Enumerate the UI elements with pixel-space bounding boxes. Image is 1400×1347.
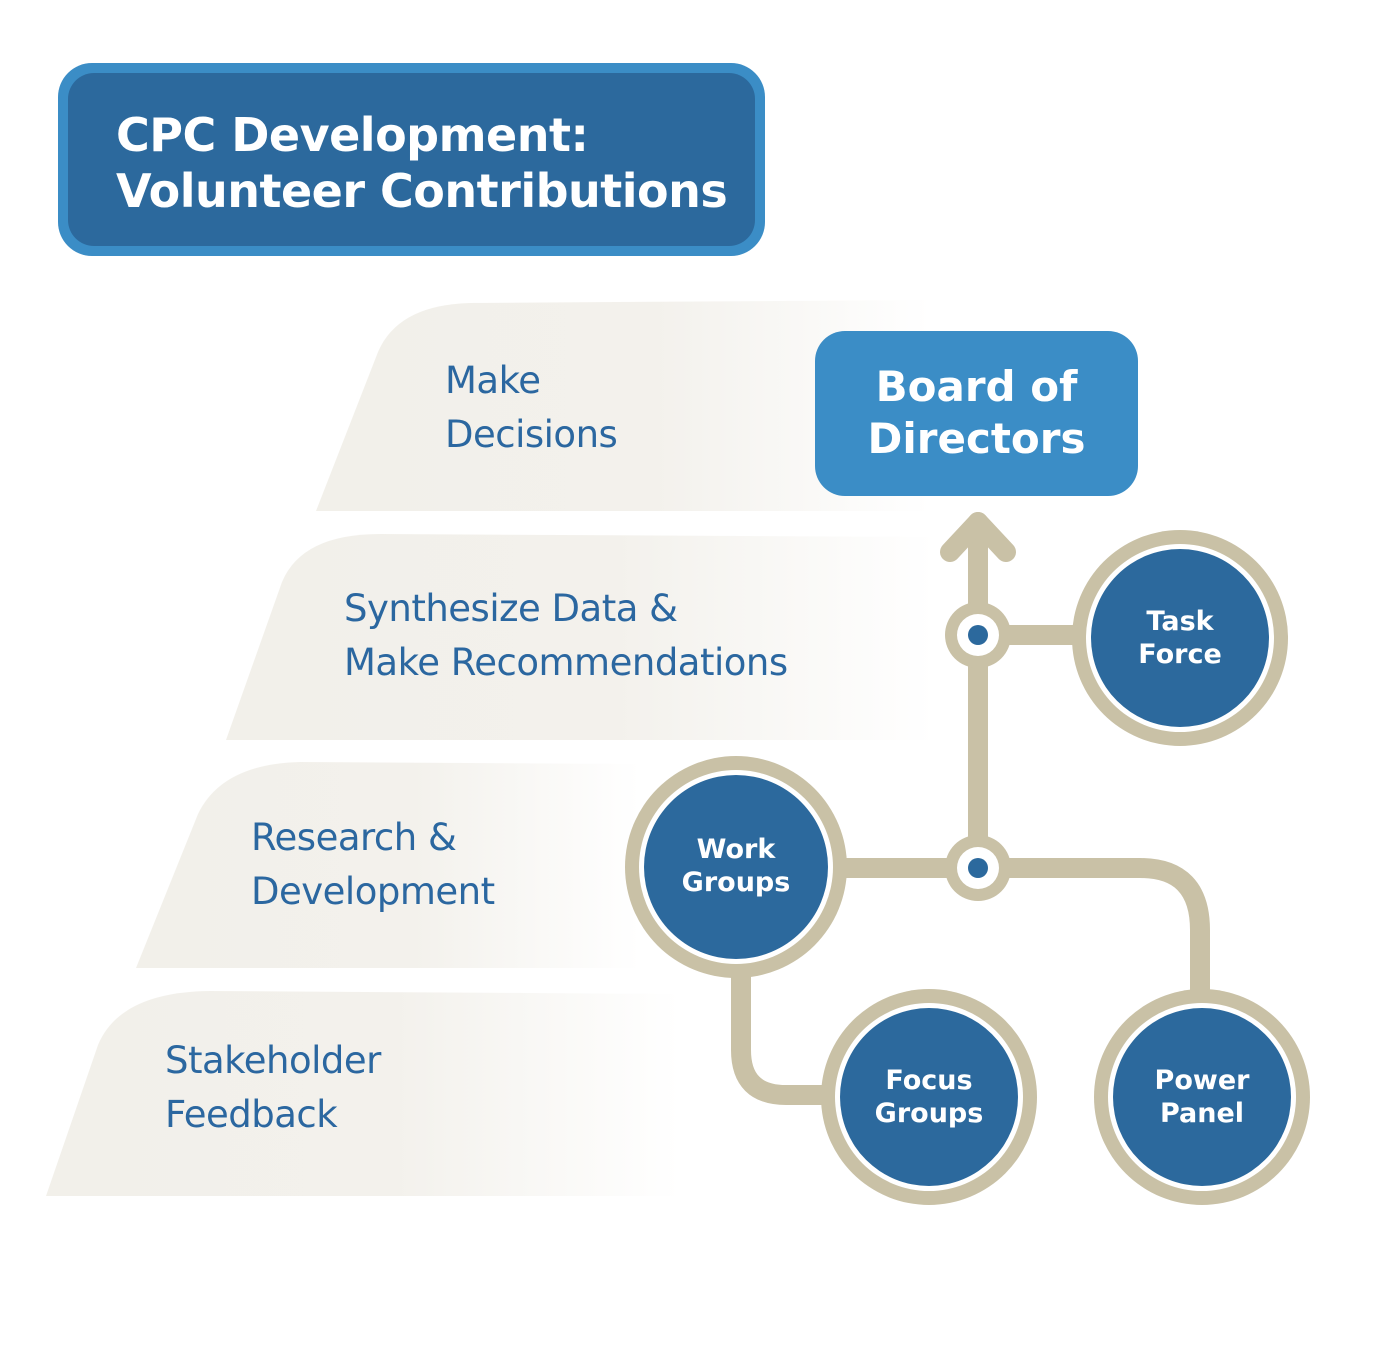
connector-lines [731, 512, 1210, 1105]
power-panel-label: Power Panel [1155, 1064, 1250, 1130]
title-banner-inner: CPC Development: Volunteer Contributions [68, 73, 755, 246]
node-label-line: Task [1146, 606, 1214, 637]
step-label-line: Feedback [165, 1093, 338, 1136]
step-band-synthesize [226, 534, 935, 740]
node-label-line: Focus [885, 1065, 973, 1096]
page-title: CPC Development: Volunteer Contributions [116, 107, 728, 219]
task-force-label: Task Force [1138, 605, 1222, 671]
step-label-line: Research & [251, 816, 457, 859]
board-of-directors-label: Board of Directors [815, 361, 1138, 465]
node-task-force [1072, 530, 1288, 746]
step-label-research: Research & Development [251, 811, 495, 919]
node-label-line: Groups [874, 1098, 984, 1129]
step-label-line: Synthesize Data & [344, 587, 678, 630]
title-line-1: CPC Development: [116, 108, 589, 162]
step-label-line: Make [445, 359, 541, 402]
connector-power-panel [968, 858, 1210, 1002]
node-focus-groups [821, 989, 1037, 1205]
junction-upper [945, 602, 1011, 668]
step-label-line: Development [251, 870, 495, 913]
step-band-stakeholder [46, 991, 680, 1196]
node-label-line: Power [1154, 1065, 1250, 1096]
node-label-line: Groups [681, 867, 791, 898]
step-label-synthesize: Synthesize Data & Make Recommendations [344, 582, 788, 690]
arrow-head-icon [940, 512, 1016, 562]
step-label-line: Stakeholder [165, 1039, 381, 1082]
step-label-line: Make Recommendations [344, 641, 788, 684]
step-band-research [136, 762, 640, 968]
board-label-line: Directors [867, 414, 1086, 463]
board-label-line: Board of [875, 362, 1078, 411]
step-band-make-decisions [316, 300, 930, 511]
junction-lower [945, 835, 1011, 901]
focus-groups-label: Focus Groups [875, 1064, 984, 1130]
node-label-line: Force [1138, 639, 1222, 670]
step-label-line: Decisions [445, 413, 618, 456]
title-banner: CPC Development: Volunteer Contributions [58, 63, 765, 256]
title-line-2: Volunteer Contributions [116, 164, 728, 218]
step-label-make-decisions: Make Decisions [445, 354, 618, 462]
node-label-line: Panel [1159, 1098, 1245, 1129]
step-label-stakeholder: Stakeholder Feedback [165, 1034, 381, 1142]
node-power-panel [1094, 989, 1310, 1205]
node-work-groups [625, 756, 847, 978]
node-label-line: Work [696, 834, 776, 865]
connector-focus-groups [731, 965, 832, 1105]
work-groups-label: Work Groups [682, 833, 791, 899]
board-of-directors-box: Board of Directors [815, 331, 1138, 496]
